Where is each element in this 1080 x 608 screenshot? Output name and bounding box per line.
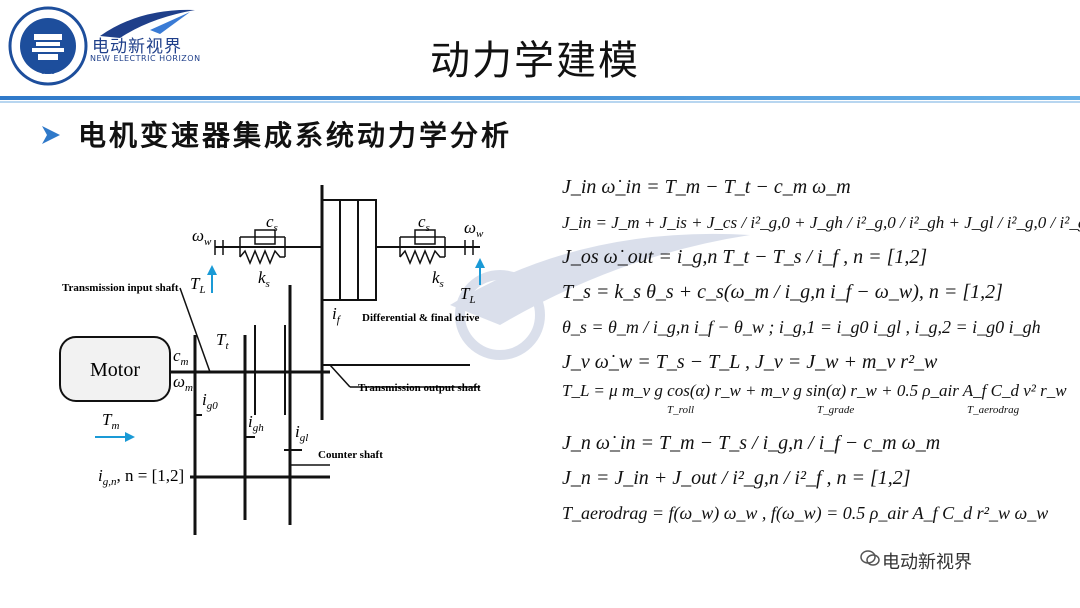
sym-cs-left: c bbox=[266, 212, 274, 231]
sym-if: i bbox=[332, 304, 337, 323]
sym-ks-left: k bbox=[258, 268, 266, 287]
equation-list: J_in ω̇_in = T_m − T_t − c_m ω_m J_in = … bbox=[562, 170, 1080, 531]
transmission-schematic: Motor Transmission input shaft Transmiss… bbox=[59, 185, 485, 535]
sym-ig0-sub: g0 bbox=[207, 400, 219, 412]
svg-text:ks: ks bbox=[258, 268, 270, 290]
seal-year: 1909 bbox=[41, 68, 56, 76]
sym-Tt: T bbox=[216, 330, 227, 349]
equation-6: J_v ω̇_w = T_s − T_L , J_v = J_w + m_v r… bbox=[562, 351, 938, 373]
sym-ign-sub: g,n bbox=[103, 476, 117, 488]
sym-cs-left-sub: s bbox=[274, 222, 278, 234]
counter-shaft-label: Counter shaft bbox=[318, 449, 383, 461]
svg-text:ωw: ωw bbox=[464, 218, 484, 240]
brand-swoosh-icon bbox=[100, 9, 195, 38]
svg-text:igl: igl bbox=[295, 422, 308, 444]
sym-TL-left: T bbox=[190, 274, 201, 293]
equation-9: J_n = J_in + J_out / i²_g,n / i²_f , n =… bbox=[562, 467, 911, 489]
sym-ig0: i bbox=[202, 390, 207, 409]
equation-3: J_os ω̇_out = i_g,n T_t − T_s / i_f , n … bbox=[562, 246, 928, 268]
output-shaft-label: Transmission output shaft bbox=[358, 382, 481, 394]
svg-text:Tm: Tm bbox=[102, 410, 119, 432]
brand-name-en: NEW ELECTRIC HORIZON bbox=[90, 54, 201, 63]
sym-TL-right: T bbox=[460, 284, 471, 303]
sym-ow-right-sub: w bbox=[476, 228, 484, 240]
page-title: 动力学建模 bbox=[430, 38, 640, 84]
sym-ks-right-sub: s bbox=[440, 278, 444, 290]
underbrace-roll: T_roll bbox=[667, 404, 695, 416]
svg-text:cm: cm bbox=[173, 346, 189, 368]
underbrace-grade: T_grade bbox=[817, 404, 855, 416]
motor-label: Motor bbox=[90, 359, 140, 381]
equation-7: T_L = μ m_v g cos(α) r_w + m_v g sin(α) … bbox=[562, 381, 1067, 400]
equation-2: J_in = J_m + J_is + J_cs / i²_g,0 + J_gh… bbox=[562, 213, 1080, 232]
sym-igl-sub: gl bbox=[300, 432, 309, 444]
sym-ks-right: k bbox=[432, 268, 440, 287]
sym-igh-sub: gh bbox=[253, 422, 265, 434]
header-divider bbox=[0, 96, 1080, 100]
equation-8: J_n ω̇_in = T_m − T_s / i_g,n / i_f − c_… bbox=[562, 432, 941, 454]
svg-text:ig,n, n = [1,2]: ig,n, n = [1,2] bbox=[98, 466, 184, 488]
svg-text:ks: ks bbox=[432, 268, 444, 290]
sym-igl: i bbox=[295, 422, 300, 441]
equation-4: T_s = k_s θ_s + c_s(ω_m / i_g,n i_f − ω_… bbox=[562, 281, 1003, 303]
university-seal-icon: 1909 bbox=[8, 6, 88, 86]
sym-TL-right-sub: L bbox=[468, 294, 475, 306]
sym-cs-right: c bbox=[418, 212, 426, 231]
sym-om: ω bbox=[173, 372, 185, 391]
bullet-arrow-icon bbox=[42, 126, 60, 144]
watermark-logo-icon bbox=[450, 233, 750, 360]
svg-text:TL: TL bbox=[460, 284, 476, 306]
sym-om-sub: m bbox=[185, 382, 193, 394]
svg-text:ωm: ωm bbox=[173, 372, 193, 394]
sym-TL-left-sub: L bbox=[198, 284, 205, 296]
sym-ign: i bbox=[98, 466, 103, 485]
svg-text:if: if bbox=[332, 304, 342, 326]
slide-header: 1909 电动新视界 NEW ELECTRIC HORIZON 动力学建模 bbox=[0, 0, 1080, 102]
svg-text:igh: igh bbox=[248, 412, 264, 434]
brand-name-cn: 电动新视界 bbox=[92, 37, 182, 57]
sym-ow-right: ω bbox=[464, 218, 476, 237]
wechat-icon bbox=[860, 550, 880, 566]
svg-text:Tt: Tt bbox=[216, 330, 229, 352]
input-shaft-label: Transmission input shaft bbox=[62, 282, 179, 294]
section-heading: 电机变速器集成系统动力学分析 bbox=[78, 119, 513, 152]
underbrace-aero: T_aerodrag bbox=[967, 404, 1020, 416]
sym-ow-left: ω bbox=[192, 226, 204, 245]
sym-cm-sub: m bbox=[181, 356, 189, 368]
sym-ow-left-sub: w bbox=[204, 236, 212, 248]
sym-cs-right-sub: s bbox=[426, 222, 430, 234]
sym-igh: i bbox=[248, 412, 253, 431]
motor-box bbox=[59, 336, 171, 402]
underbrace-row: T_roll T_grade T_aerodrag bbox=[562, 402, 1080, 426]
svg-text:cs: cs bbox=[418, 212, 430, 234]
header-divider-light bbox=[0, 101, 1080, 103]
sym-if-sub: f bbox=[337, 314, 342, 326]
wechat-account-name: 电动新视界 bbox=[882, 552, 972, 573]
equation-1: J_in ω̇_in = T_m − T_t − c_m ω_m bbox=[562, 176, 851, 198]
sym-Tt-sub: t bbox=[225, 340, 229, 352]
svg-text:TL: TL bbox=[190, 274, 206, 296]
svg-text:cs: cs bbox=[266, 212, 278, 234]
sym-ks-left-sub: s bbox=[266, 278, 270, 290]
sym-Tm-sub: m bbox=[111, 420, 119, 432]
equation-10: T_aerodrag = f(ω_w) ω_w , f(ω_w) = 0.5 ρ… bbox=[562, 503, 1049, 523]
sym-ign-rest: , n = [1,2] bbox=[116, 466, 184, 485]
differential-label: Differential & final drive bbox=[362, 312, 480, 324]
svg-text:ig0: ig0 bbox=[202, 390, 218, 412]
svg-text:ωw: ωw bbox=[192, 226, 212, 248]
sym-cm: c bbox=[173, 346, 181, 365]
equation-5: θ_s = θ_m / i_g,n i_f − θ_w ; i_g,1 = i_… bbox=[562, 317, 1041, 337]
sym-Tm: T bbox=[102, 410, 113, 429]
